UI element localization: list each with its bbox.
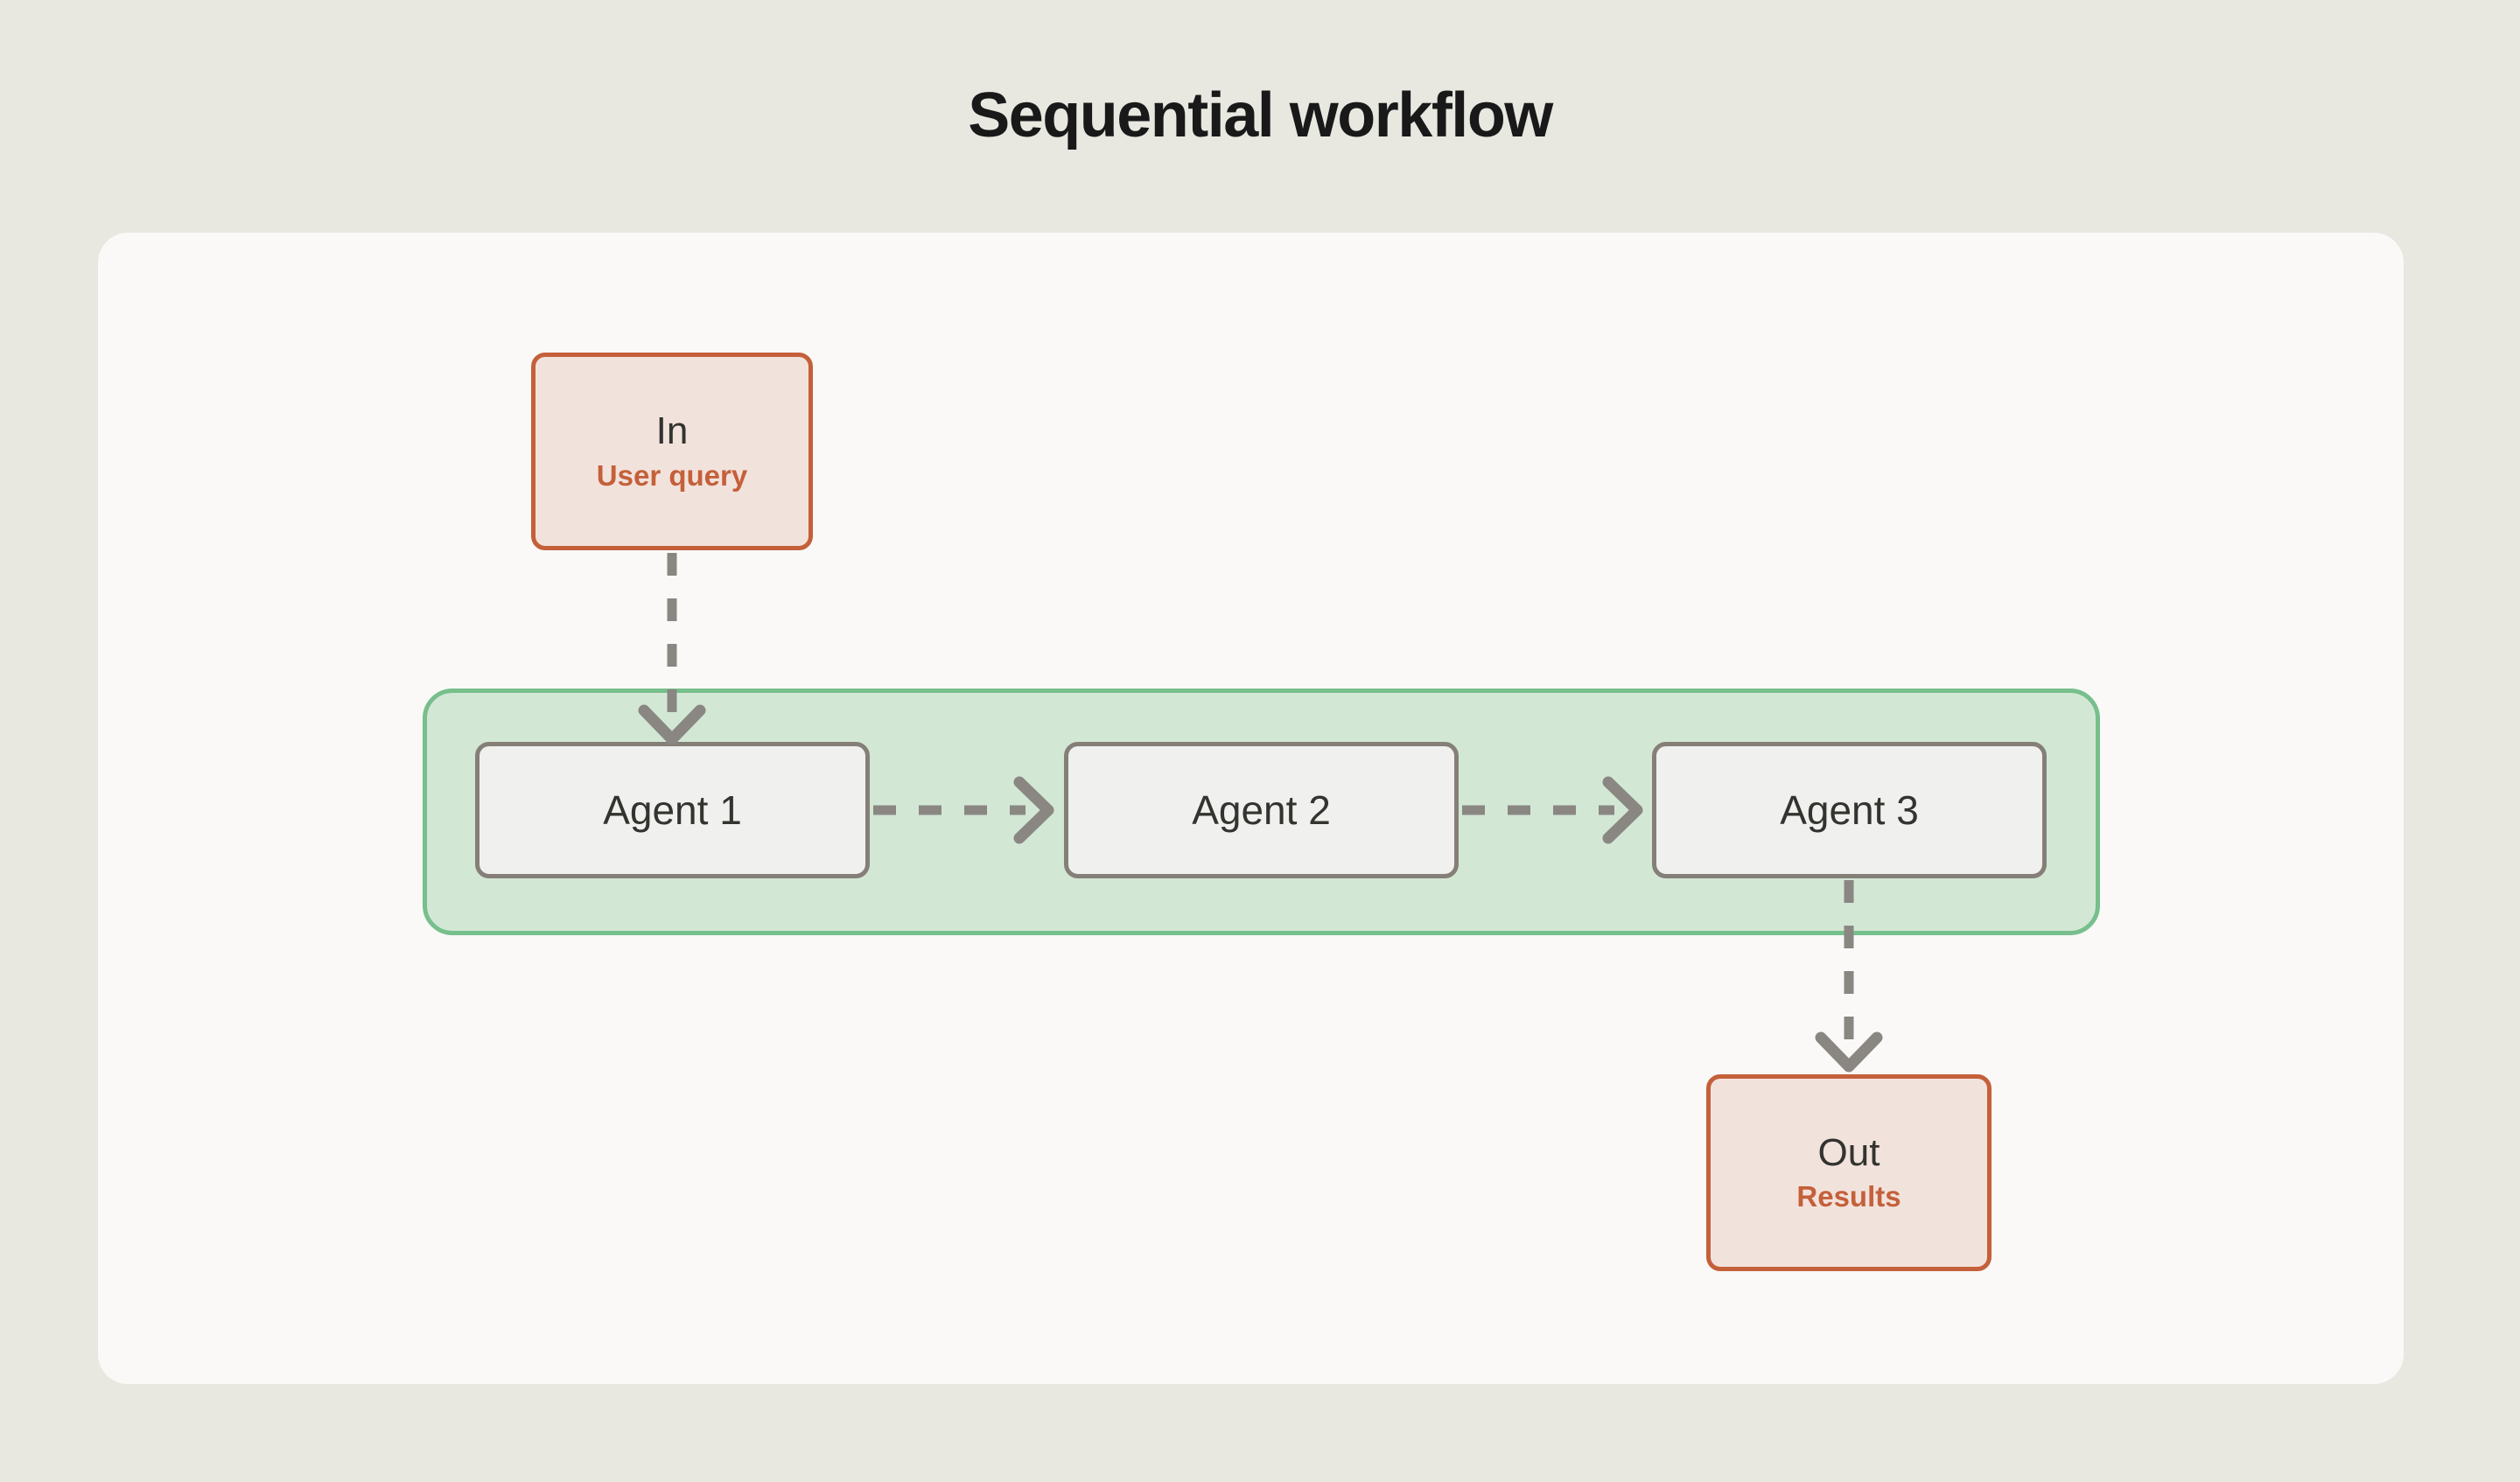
agent-node-1[interactable]: Agent 1	[475, 742, 870, 878]
output-node-subtitle: Results	[1796, 1180, 1901, 1213]
input-node-title: In	[655, 409, 689, 453]
output-node[interactable]: Out Results	[1706, 1074, 1992, 1271]
arrowhead-agent3-to-out	[1815, 1031, 1883, 1073]
input-node[interactable]: In User query	[531, 353, 813, 550]
output-node-title: Out	[1817, 1130, 1880, 1174]
agent-node-3[interactable]: Agent 3	[1652, 742, 2047, 878]
agent-node-2[interactable]: Agent 2	[1064, 742, 1459, 878]
input-node-subtitle: User query	[596, 458, 748, 492]
page-title: Sequential workflow	[968, 80, 1553, 150]
